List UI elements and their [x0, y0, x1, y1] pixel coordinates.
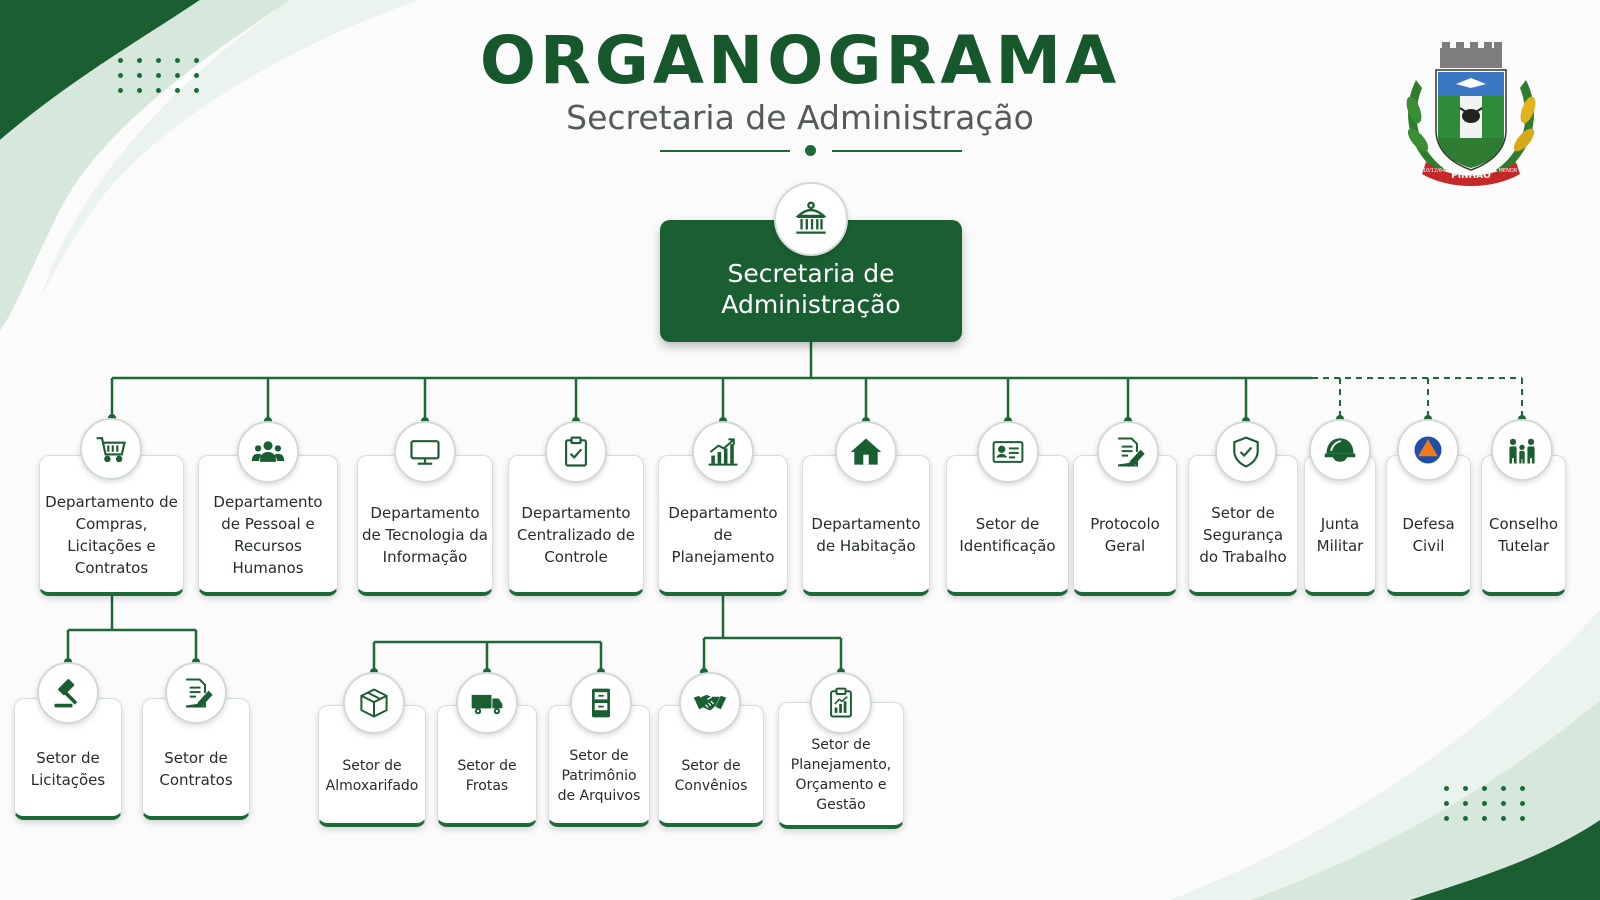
dept-planejamento: Departamento de Planejamento — [658, 455, 788, 596]
document-pen-icon — [165, 662, 227, 724]
gavel-icon — [37, 662, 99, 724]
decorative-dots-top-left — [118, 58, 201, 93]
government-building-icon — [774, 182, 848, 256]
node-label: Defesa Civil — [1402, 515, 1455, 555]
id-card-icon — [977, 421, 1039, 483]
dept-tecnologia-informacao: Departamento de Tecnologia da Informação — [357, 455, 493, 596]
civil-defense-icon — [1397, 419, 1459, 481]
file-cabinet-icon — [570, 672, 632, 734]
node-label: Setor de Almoxarifado — [325, 757, 419, 794]
clipboard-chart-icon — [810, 672, 872, 734]
defesa-civil: Defesa Civil — [1386, 455, 1471, 596]
truck-icon — [456, 672, 518, 734]
decorative-dots-bottom-right — [1444, 786, 1527, 821]
shopping-cart-icon — [80, 418, 142, 480]
dept-habitacao: Departamento de Habitação — [802, 455, 930, 596]
house-icon — [835, 421, 897, 483]
node-label: Setor de Convênios — [674, 757, 748, 794]
title-divider-dot — [805, 145, 816, 156]
svg-text:10/12/64: 10/12/64 — [1423, 168, 1445, 174]
page-title: ORGANOGRAMA — [479, 22, 1121, 99]
node-label: Setor de Licitações — [30, 748, 106, 789]
node-label: Protocolo Geral — [1090, 515, 1160, 555]
svg-text:MENOR: MENOR — [1499, 168, 1518, 174]
shield-check-icon — [1215, 421, 1277, 483]
node-label: Junta Militar — [1316, 515, 1364, 555]
node-label: Setor de Segurança do Trabalho — [1199, 504, 1287, 566]
node-label: Departamento de Planejamento — [668, 504, 778, 566]
node-label: Setor de Patrimônio de Arquivos — [557, 747, 641, 804]
dept-pessoal-recursos-humanos: Departamento de Pessoal e Recursos Human… — [198, 455, 338, 596]
people-group-icon — [237, 421, 299, 483]
military-helmet-icon — [1309, 419, 1371, 481]
node-label: Setor de Planejamento, Orçamento e Gestã… — [790, 737, 892, 813]
document-pen-icon — [1097, 421, 1159, 483]
page-subtitle: Secretaria de Administração — [566, 98, 1034, 137]
node-label: Setor de Contratos — [159, 748, 233, 789]
title-divider-left — [660, 150, 790, 152]
node-label: Departamento de Compras, Licitações e Co… — [45, 493, 178, 577]
node-label: Departamento de Tecnologia da Informação — [362, 504, 488, 566]
root-node-label: Secretaria de Administração — [721, 259, 901, 319]
node-label: Departamento de Habitação — [811, 515, 921, 555]
box-icon — [343, 672, 405, 734]
node-label: Departamento de Pessoal e Recursos Human… — [213, 493, 323, 577]
growth-chart-icon — [692, 421, 754, 483]
clipboard-check-icon — [545, 421, 607, 483]
node-label: Conselho Tutelar — [1488, 515, 1559, 555]
title-divider-right — [832, 150, 962, 152]
monitor-icon — [394, 421, 456, 483]
family-icon — [1491, 419, 1553, 481]
node-label: Setor de Identificação — [959, 515, 1056, 555]
setor-licitacoes: Setor de Licitações — [14, 698, 122, 820]
svg-text:PINHÃO: PINHÃO — [1451, 170, 1491, 181]
node-label: Departamento Centralizado de Controle — [516, 504, 636, 566]
node-label: Setor de Frotas — [457, 757, 517, 794]
handshake-icon — [679, 672, 741, 734]
municipal-crest-icon: PINHÃO 10/12/64 MENOR — [1406, 42, 1536, 186]
